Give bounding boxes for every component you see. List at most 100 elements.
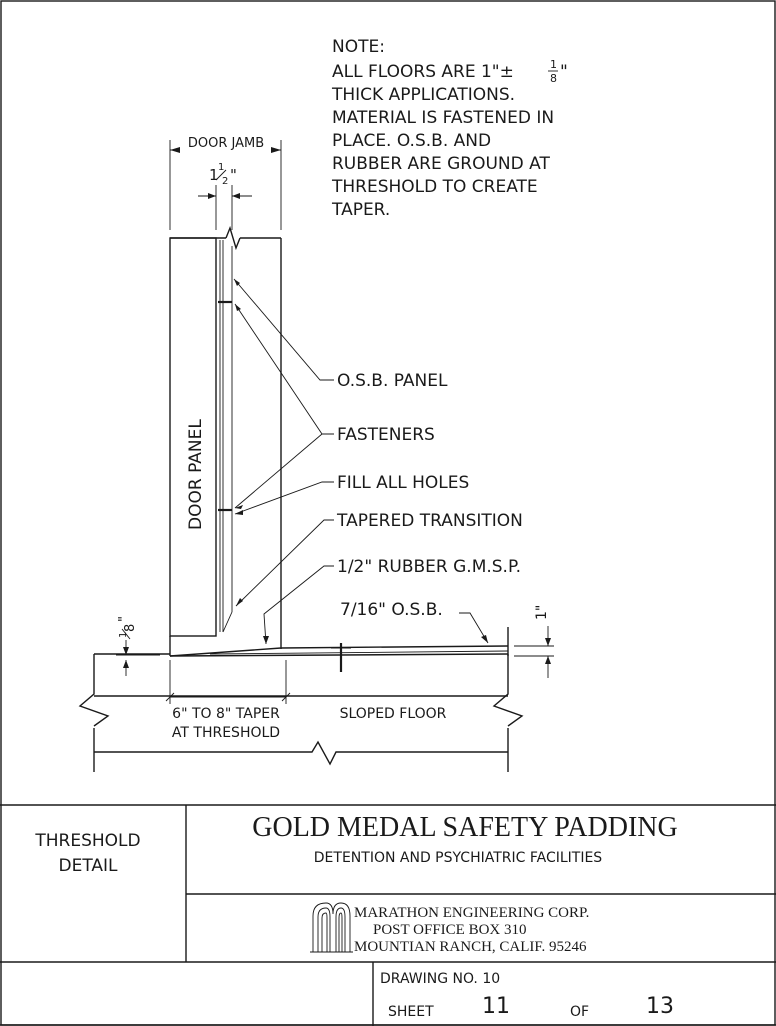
door-panel-label: DOOR PANEL [186, 419, 206, 530]
callouts: O.S.B. PANEL FASTENERS FILL ALL HOLES TA… [233, 278, 523, 645]
tapered-transition-label: TAPERED TRANSITION [336, 511, 523, 531]
note-line-3: MATERIAL IS FASTENED IN [332, 108, 554, 128]
fasteners-arrow-lower [235, 505, 243, 509]
jamb-arrow-right [271, 147, 281, 153]
engineer-address-2: MOUNTIAN RANCH, CALIF. 95246 [354, 939, 587, 955]
fasteners-leader-lower [234, 433, 323, 509]
tapered-transition-leader [235, 519, 334, 607]
sheet-total: 13 [646, 994, 674, 1019]
overall-dimension [93, 728, 509, 772]
note-line-2: THICK APPLICATIONS. [331, 85, 515, 105]
sheet-label: SHEET [388, 1004, 434, 1020]
eighth-bar [121, 628, 131, 640]
inch-arrow-lower [545, 656, 551, 664]
note-line-1-suffix: " [560, 62, 568, 82]
door-panel: DOOR PANEL [169, 237, 217, 656]
taper-label-1: 6" TO 8" TAPER [172, 706, 280, 722]
engineer-address-1: POST OFFICE BOX 310 [373, 922, 527, 938]
logo-left-arch [317, 907, 331, 952]
logo-outer [312, 902, 351, 952]
osb-arrow [481, 635, 488, 643]
company-title: GOLD MEDAL SAFETY PADDING [252, 812, 677, 843]
logo-right-arch [335, 907, 346, 952]
title-block: THRESHOLD DETAIL GOLD MEDAL SAFETY PADDI… [0, 804, 776, 1026]
gap-arrow-left [208, 193, 216, 199]
right-inch-dimension: 1" [514, 605, 554, 678]
rubber-leader [263, 565, 334, 645]
note-line-5: RUBBER ARE GROUND AT [332, 154, 550, 174]
door-jamb-dimension: DOOR JAMB 1 1 2 " [169, 136, 282, 230]
gap-frac-bar [215, 169, 227, 181]
note-line-6: THRESHOLD TO CREATE [331, 177, 538, 197]
osb-panel-leader [233, 278, 334, 381]
jamb-label-bg [180, 136, 271, 152]
fasteners-label: FASTENERS [337, 425, 435, 445]
taper-label-2: AT THRESHOLD [172, 725, 280, 741]
note-frac-den: 8 [550, 72, 557, 85]
floor-top [169, 653, 509, 657]
padding-layers [215, 240, 233, 633]
eighth-arrow-lower [123, 660, 129, 668]
note-line-7: TAPER. [331, 200, 390, 220]
note-line-1-tolerance: "± [492, 62, 514, 82]
floor-break-left [78, 654, 110, 727]
taper-dimension: 6" TO 8" TAPER AT THRESHOLD SLOPED FLOOR [165, 660, 447, 741]
door-jamb-label: DOOR JAMB [188, 136, 264, 151]
gap-frac-num: 1 [218, 162, 224, 173]
eighth-inch: " [117, 616, 132, 622]
floor-section [78, 627, 524, 727]
fasteners-leader-upper [234, 303, 334, 435]
osb-panel-label: O.S.B. PANEL [337, 371, 448, 391]
jamb-arrow-left [170, 147, 180, 153]
inch-label: 1" [534, 605, 550, 620]
tapered-transition-arrow [236, 598, 243, 606]
note-heading: NOTE: [332, 37, 385, 57]
floor-break-right [492, 654, 524, 727]
osb-label: 7/16" O.S.B. [340, 600, 443, 620]
logo-left-inner [321, 912, 328, 952]
osb-panel-arrow [234, 279, 240, 286]
company-subtitle: DETENTION AND PSYCHIATRIC FACILITIES [314, 850, 603, 866]
note-line-1: ALL FLOORS ARE 1"± [332, 62, 514, 82]
marathon-logo [310, 902, 353, 953]
note-block: NOTE: ALL FLOORS ARE 1"± 1 8 " THICK APP… [331, 37, 568, 220]
floor-rubber-top [169, 645, 509, 657]
detail-name-2: DETAIL [58, 856, 118, 876]
note-line-4: PLACE. O.S.B. AND [332, 131, 491, 151]
fill-holes-label: FILL ALL HOLES [337, 473, 469, 493]
taper-tick-left [165, 692, 175, 702]
eighth-label: 1 8 " [117, 616, 138, 640]
note-frac-num: 1 [550, 58, 557, 71]
inch-arrow-upper [545, 638, 551, 646]
gap-arrow-right [232, 193, 240, 199]
floor-osb-line [209, 650, 509, 655]
overall-dim-line [94, 740, 508, 766]
taper-tick-right [281, 692, 291, 702]
eighth-num: 1 [118, 632, 129, 638]
sloped-floor-label: SLOPED FLOOR [340, 706, 447, 722]
gap-frac-den: 2 [222, 176, 228, 187]
gap-whole: 1 [209, 166, 219, 184]
of-label: OF [570, 1004, 589, 1020]
logo-right-inner [338, 912, 343, 952]
left-eighth-dimension: 1 8 " [116, 616, 160, 676]
note-line-1-prefix: ALL FLOORS ARE 1 [332, 62, 492, 82]
eighth-den: 8 [123, 624, 138, 632]
eighth-arrow-upper [123, 647, 129, 655]
fill-holes-leader [234, 481, 334, 515]
rubber-label: 1/2" RUBBER G.M.S.P. [337, 557, 521, 577]
rubber-arrow [263, 636, 269, 644]
engineer-name: MARATHON ENGINEERING CORP. [354, 905, 589, 921]
osb-leader [459, 612, 489, 644]
detail-name-1: THRESHOLD [34, 831, 140, 851]
wall-break-mark [225, 225, 241, 251]
drawing-number: DRAWING NO. 10 [380, 971, 500, 987]
fill-holes-arrow [235, 510, 243, 515]
sheet-number: 11 [482, 994, 510, 1019]
fasteners-arrow-upper [235, 304, 241, 311]
tapered-transition-edge [222, 611, 233, 633]
gap-inch: " [230, 166, 237, 184]
